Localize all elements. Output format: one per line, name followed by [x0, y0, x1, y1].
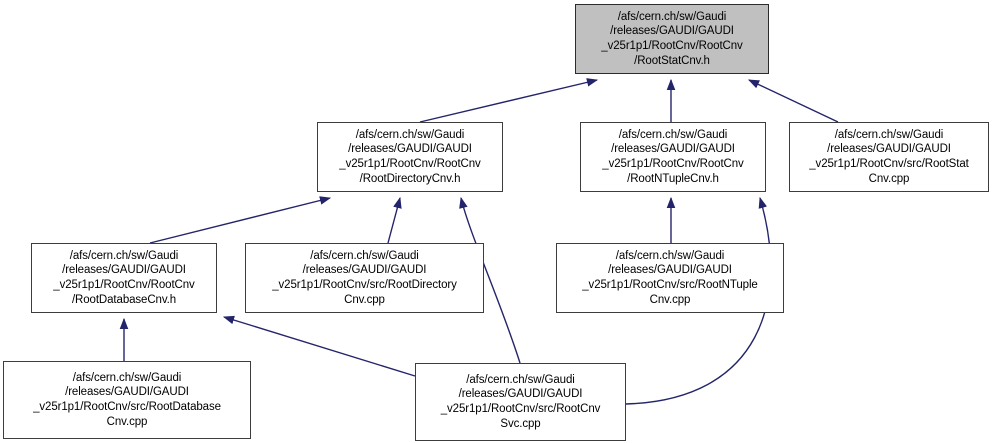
graph-node-label: /afs/cern.ch/sw/Gaudi /releases/GAUDI/GA… [440, 373, 601, 430]
graph-node-rootntuplecnv-h[interactable]: /afs/cern.ch/sw/Gaudi /releases/GAUDI/GA… [580, 122, 766, 192]
graph-node-rootstatcnv-h[interactable]: /afs/cern.ch/sw/Gaudi /releases/GAUDI/GA… [575, 4, 769, 74]
graph-node-rootdirectorycnv-cpp[interactable]: /afs/cern.ch/sw/Gaudi /releases/GAUDI/GA… [245, 243, 484, 313]
graph-node-label: /afs/cern.ch/sw/Gaudi /releases/GAUDI/GA… [33, 371, 221, 428]
graph-edge-rootdirectorycnv-cpp-to-rootdirectorycnv-h [387, 196, 402, 244]
graph-node-rootdatabasecnv-h[interactable]: /afs/cern.ch/sw/Gaudi /releases/GAUDI/GA… [31, 243, 217, 313]
graph-node-rootdatabasecnv-cpp[interactable]: /afs/cern.ch/sw/Gaudi /releases/GAUDI/GA… [3, 361, 251, 439]
graph-node-rootntuplecnv-cpp[interactable]: /afs/cern.ch/sw/Gaudi /releases/GAUDI/GA… [556, 243, 784, 313]
graph-edge-rootdirectorycnv-h-to-rootstatcnv-h [419, 78, 599, 123]
graph-node-rootcnvsvc-cpp[interactable]: /afs/cern.ch/sw/Gaudi /releases/GAUDI/GA… [415, 363, 626, 441]
graph-edge-rootstatcnv-cpp-to-rootstatcnv-h [747, 79, 839, 123]
graph-node-label: /afs/cern.ch/sw/Gaudi /releases/GAUDI/GA… [272, 249, 457, 306]
graph-node-label: /afs/cern.ch/sw/Gaudi /releases/GAUDI/GA… [582, 249, 758, 306]
graph-edge-rootcnvsvc-cpp-to-rootdatabasecnv-h [222, 315, 416, 377]
graph-node-label: /afs/cern.ch/sw/Gaudi /releases/GAUDI/GA… [809, 128, 969, 185]
graph-node-label: /afs/cern.ch/sw/Gaudi /releases/GAUDI/GA… [339, 128, 481, 185]
graph-node-label: /afs/cern.ch/sw/Gaudi /releases/GAUDI/GA… [53, 249, 195, 306]
graph-node-label: /afs/cern.ch/sw/Gaudi /releases/GAUDI/GA… [602, 128, 744, 185]
graph-node-rootstatcnv-cpp[interactable]: /afs/cern.ch/sw/Gaudi /releases/GAUDI/GA… [789, 122, 989, 192]
graph-edge-rootdatabasecnv-h-to-rootdirectorycnv-h [149, 196, 332, 244]
graph-node-rootdirectorycnv-h[interactable]: /afs/cern.ch/sw/Gaudi /releases/GAUDI/GA… [317, 122, 503, 192]
graph-node-label: /afs/cern.ch/sw/Gaudi /releases/GAUDI/GA… [601, 10, 743, 67]
